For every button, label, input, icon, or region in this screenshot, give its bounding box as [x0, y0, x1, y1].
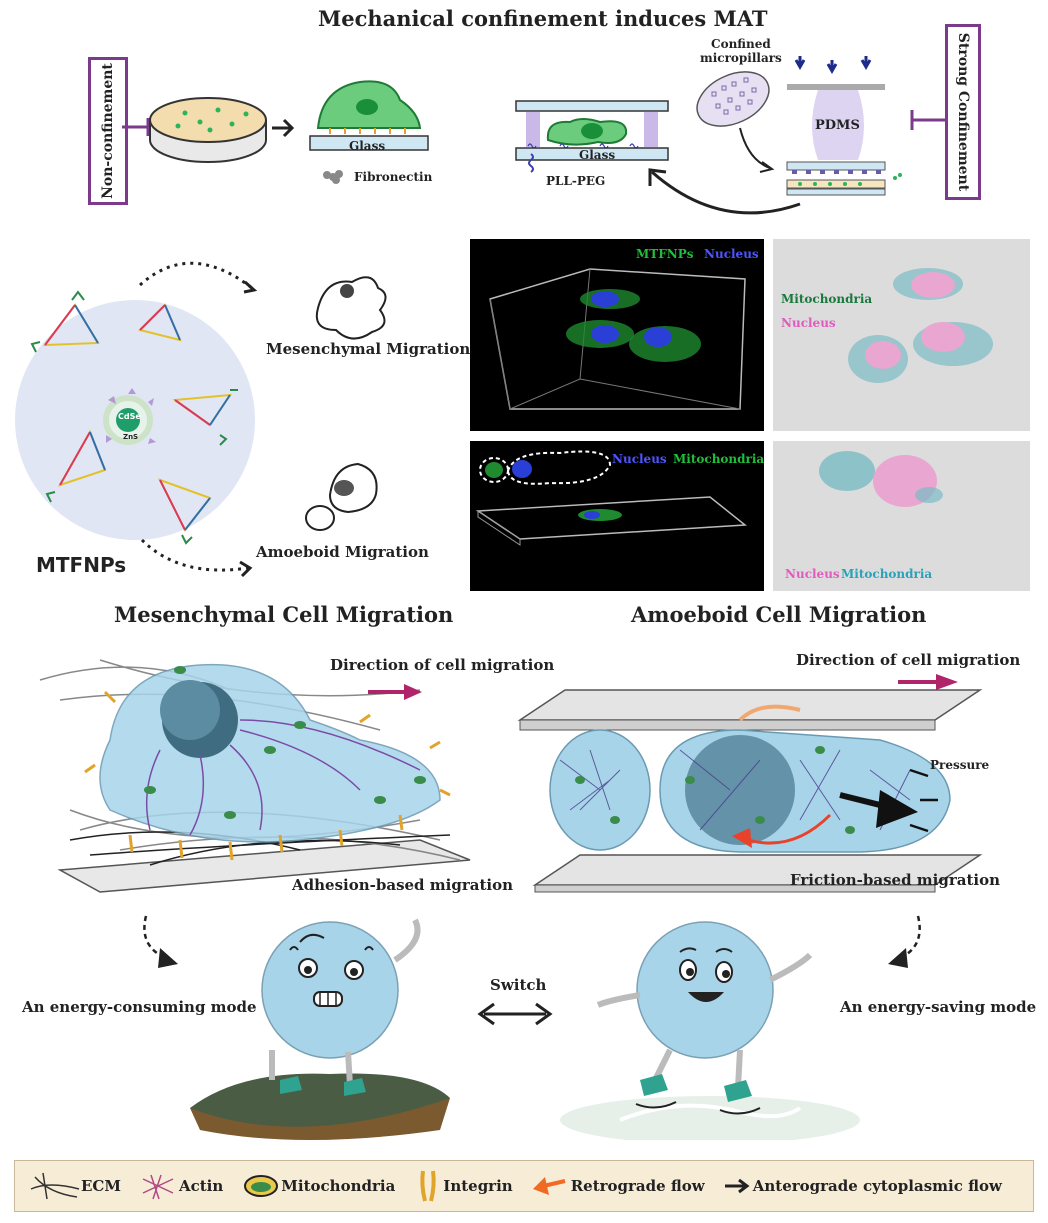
mitochondria-icon: [244, 1175, 279, 1197]
top-title: Mechanical confinement induces MAT: [318, 6, 768, 31]
glass-label-left: Glass: [349, 139, 386, 153]
panel4-label-b: Mitochondria: [841, 567, 933, 581]
legend-actin: Actin: [139, 1171, 223, 1201]
mesenchymal-migration-label: Mesenchymal Migration: [266, 340, 471, 358]
fibronectin-label: Fibronectin: [354, 170, 433, 184]
legend-anterograde-label: Anterograde cytoplasmic flow: [752, 1177, 1002, 1195]
top-schematic: [122, 56, 945, 215]
mesenchymal-title: Mesenchymal Cell Migration: [114, 602, 454, 627]
micropillar-disk: [696, 71, 770, 127]
confined-cell-device: [515, 100, 669, 173]
mtfnp-schematic: [15, 261, 387, 578]
anterograde-arrow-icon: [724, 1178, 750, 1194]
non-confinement-box: Non-confinement: [88, 57, 128, 205]
migration-illustrations: [39, 659, 983, 1140]
confocal-panel-amoeboid: Nucleus Mitochondria: [470, 441, 764, 591]
legend-ecm: ECM: [29, 1171, 121, 1201]
panel2-label-b: Nucleus: [781, 316, 836, 330]
pll-peg-label: PLL-PEG: [546, 174, 606, 188]
retrograde-arrow-icon: [532, 1177, 566, 1195]
core-bottom-label: ZnS: [123, 433, 139, 441]
petri-dish: [149, 97, 267, 163]
legend-bar: ECM Actin Mitochondria Integrin Retrogra…: [14, 1160, 1034, 1212]
direction-left-label: Direction of cell migration: [330, 656, 555, 674]
panel1-label-a: MTFNPs: [636, 247, 694, 261]
panel3-label-b: Mitochondria: [673, 452, 765, 466]
legend-integrin-label: Integrin: [443, 1177, 513, 1195]
legend-retrograde: Retrograde flow: [531, 1171, 705, 1201]
integrin-icon: [420, 1170, 436, 1202]
legend-mitochondria: Mitochondria: [241, 1171, 395, 1201]
micropillars-label: Confined micropillars: [700, 37, 782, 65]
legend-anterograde: Anterograde cytoplasmic flow: [723, 1171, 1002, 1201]
strong-confinement-box: Strong Confinement: [945, 24, 981, 200]
energy-saving-label: An energy-saving mode: [840, 998, 1037, 1016]
adhesion-label: Adhesion-based migration: [292, 876, 513, 894]
switch-label: Switch: [490, 976, 547, 994]
panel2-label-a: Mitochondria: [781, 292, 873, 306]
adherent-cell: [309, 80, 429, 184]
panel1-label-b: Nucleus: [704, 247, 759, 261]
ecm-icon: [30, 1172, 80, 1200]
energy-consuming-label: An energy-consuming mode: [22, 998, 257, 1016]
core-top-label: CdSe: [118, 412, 141, 421]
legend-retrograde-label: Retrograde flow: [570, 1177, 705, 1195]
render-panel-amoeboid: Nucleus Mitochondria: [773, 441, 1030, 591]
legend-ecm-label: ECM: [81, 1177, 121, 1195]
confocal-panel-mesenchymal: MTFNPs Nucleus: [470, 239, 764, 431]
friction-label: Friction-based migration: [790, 871, 1001, 889]
glass-label-mid: Glass: [579, 148, 616, 162]
render-panel-mesenchymal: Mitochondria Nucleus: [773, 239, 1030, 431]
legend-mitochondria-label: Mitochondria: [281, 1177, 396, 1195]
legend-actin-label: Actin: [178, 1177, 224, 1195]
actin-icon: [142, 1174, 174, 1200]
amoeboid-migration-label: Amoeboid Migration: [256, 543, 429, 561]
mtfnps-label: MTFNPs: [36, 553, 127, 577]
pdms-label: PDMS: [815, 118, 860, 133]
panel3-label-a: Nucleus: [612, 452, 667, 466]
amoeboid-title: Amoeboid Cell Migration: [631, 602, 927, 627]
legend-integrin: Integrin: [413, 1169, 513, 1203]
direction-right-label: Direction of cell migration: [796, 651, 1021, 669]
pdms-press: [786, 56, 902, 196]
panel4-label-a: Nucleus: [785, 567, 840, 581]
pressure-label: Pressure: [930, 758, 990, 772]
